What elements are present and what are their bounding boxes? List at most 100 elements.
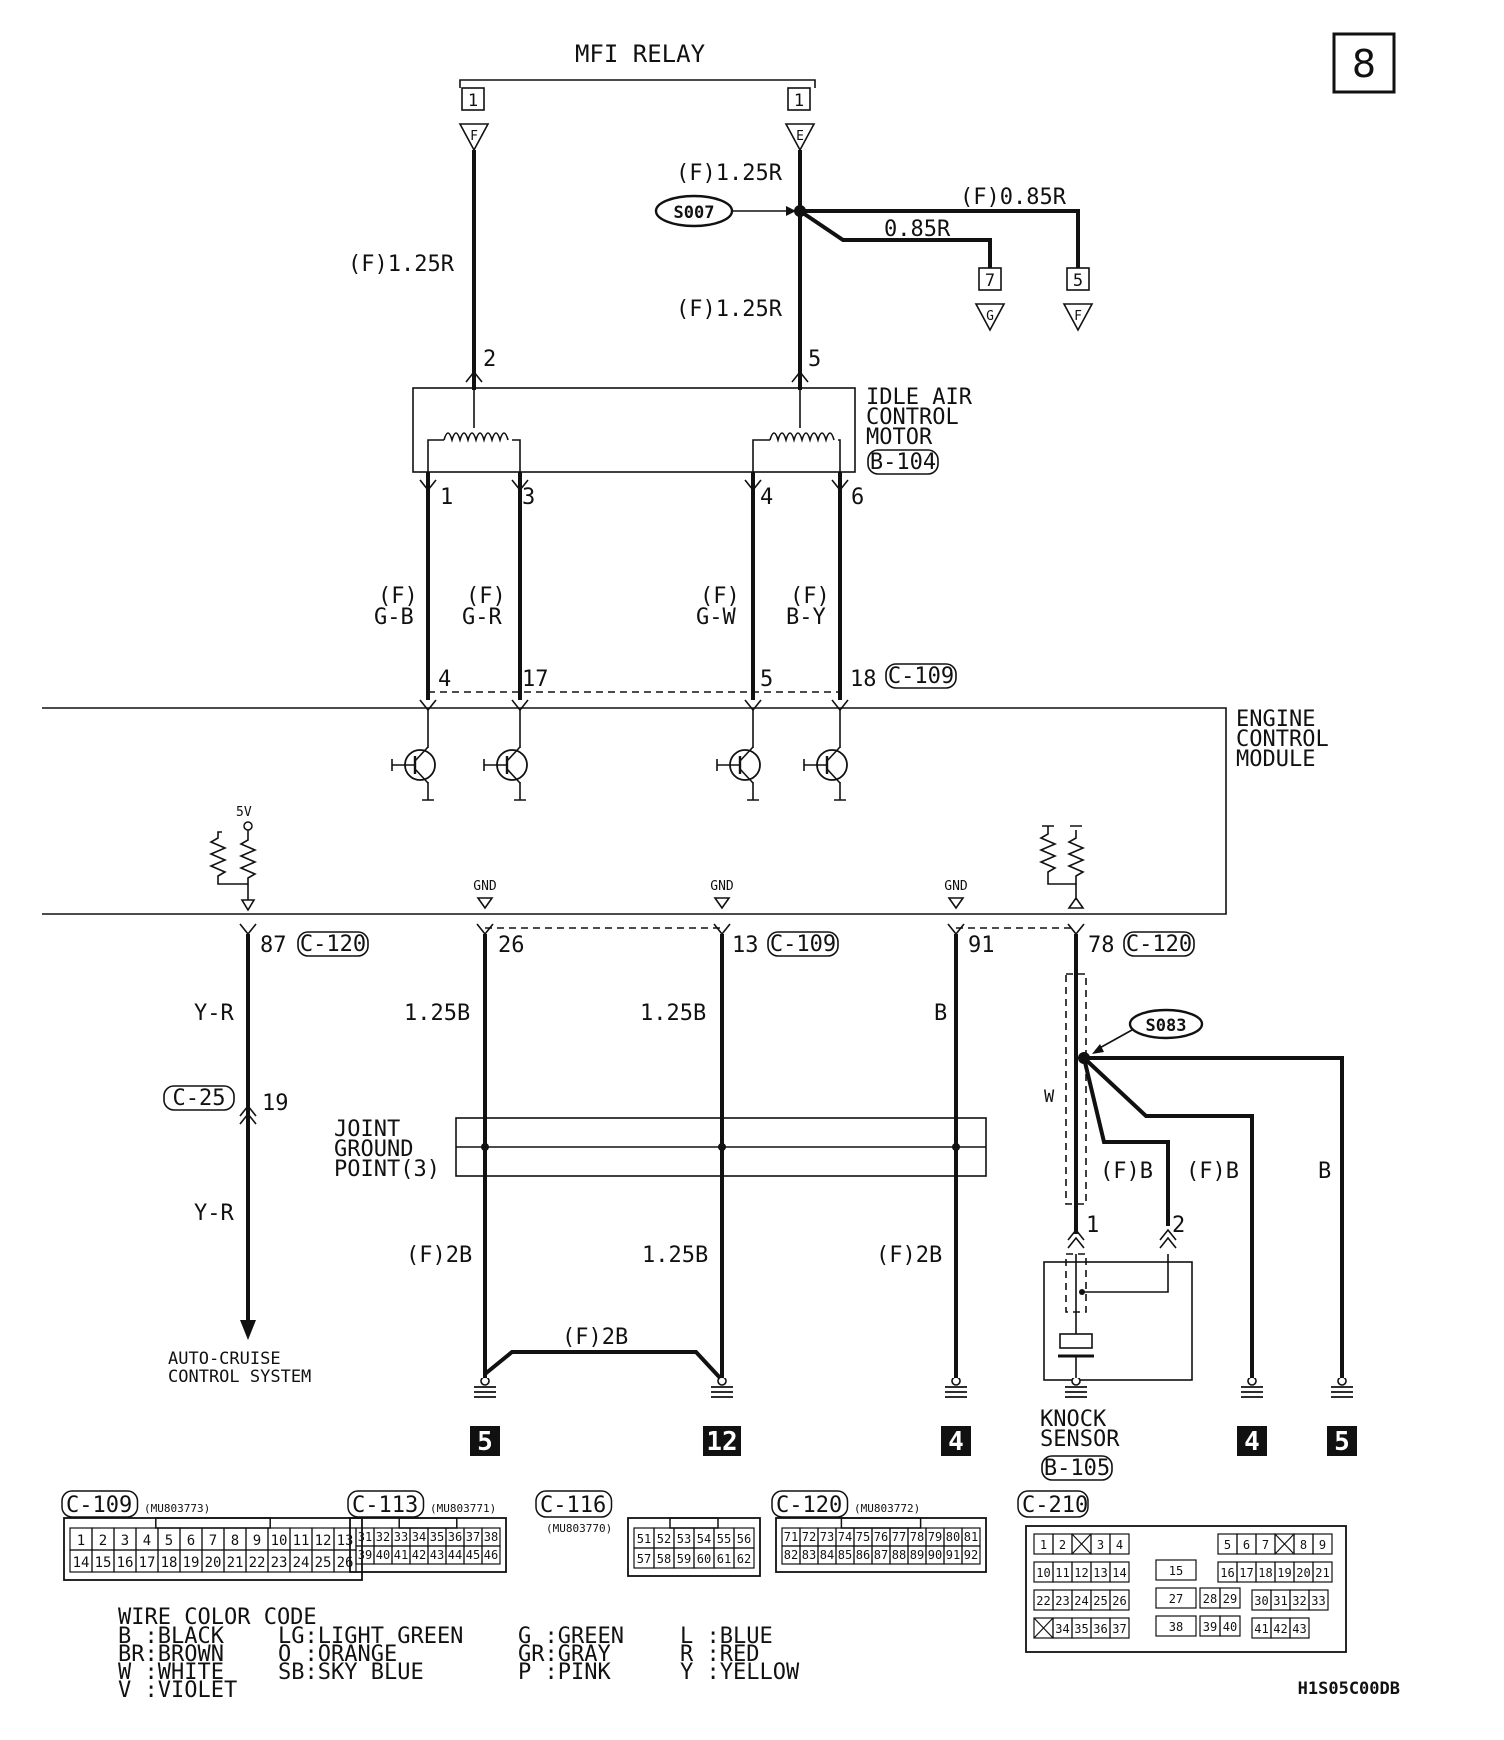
connector-latch bbox=[840, 1517, 922, 1529]
connector-pin: 34 bbox=[1055, 1622, 1069, 1636]
connector-pin: 12 bbox=[315, 1533, 332, 1549]
connector-pin: 56 bbox=[737, 1532, 751, 1546]
connector-cavity bbox=[1219, 1615, 1241, 1637]
ground-ref-5-b: 5 bbox=[1334, 1427, 1350, 1457]
connector-pin: 22 bbox=[249, 1555, 266, 1571]
ecm-gnd-2: GND bbox=[710, 879, 734, 894]
connector-pin: 16 bbox=[1220, 1566, 1234, 1580]
connector-pin: 41 bbox=[394, 1548, 408, 1562]
connector-part: (MU803772) bbox=[854, 1502, 920, 1515]
iac-wire-1-fam: (F) bbox=[378, 584, 418, 609]
connector-pin: 12 bbox=[1074, 1566, 1088, 1580]
connector-pin: 1 bbox=[1040, 1538, 1047, 1552]
mfi-term-left-box bbox=[461, 87, 485, 111]
connector-pin: 53 bbox=[677, 1532, 691, 1546]
connector-cavity bbox=[1155, 1587, 1197, 1609]
knock-connector: B-105 bbox=[1044, 1456, 1110, 1481]
connector-pin: 18 bbox=[161, 1555, 178, 1571]
ecm-5v-pullup: 5V bbox=[208, 805, 258, 912]
ecm-pin-87: 87 bbox=[260, 933, 287, 958]
connector-pin: 9 bbox=[1319, 1538, 1326, 1552]
wire-bridge-label: (F)2B bbox=[562, 1325, 628, 1350]
connector-pin: 54 bbox=[697, 1532, 711, 1546]
connector-cavity bbox=[481, 1545, 501, 1565]
iac-wire-1-color: G-B bbox=[374, 605, 414, 630]
splice-top-wire-in: (F)1.25R bbox=[676, 161, 783, 186]
iac-wire-4-fam: (F) bbox=[790, 584, 830, 609]
iac-title-2: CONTROL bbox=[866, 405, 959, 430]
connector-pin: 14 bbox=[1112, 1566, 1126, 1580]
ecm-pin-13-conn-badge bbox=[767, 931, 839, 957]
connector-pin: 32 bbox=[376, 1530, 390, 1544]
connector-pin: 5 bbox=[1224, 1538, 1231, 1552]
connector-pin: 18 bbox=[1258, 1566, 1272, 1580]
connector-pin: 58 bbox=[657, 1552, 671, 1566]
connector-pin: 92 bbox=[964, 1548, 978, 1562]
mfi-conn-right: E bbox=[796, 129, 804, 144]
connector-shell bbox=[1025, 1525, 1347, 1653]
connector-pin: 74 bbox=[838, 1530, 852, 1544]
connector-pin: 83 bbox=[802, 1548, 816, 1562]
connector-pin: 77 bbox=[892, 1530, 906, 1544]
wire-13-low-label: 1.25B bbox=[642, 1243, 708, 1268]
splice-s083-badge bbox=[1128, 1008, 1204, 1040]
ecm-conn-top-badge bbox=[885, 663, 957, 689]
connector-pin: 84 bbox=[820, 1548, 834, 1562]
cruise-arrow bbox=[240, 1320, 256, 1340]
connector-pin: 51 bbox=[637, 1532, 651, 1546]
wire-knock-fb-b bbox=[1082, 1056, 1254, 1380]
connector-pin: 25 bbox=[1093, 1594, 1107, 1608]
iac-coil-left bbox=[427, 390, 521, 472]
connector-pin: 5 bbox=[165, 1533, 173, 1549]
connector-pin: 76 bbox=[874, 1530, 888, 1544]
iac-pin-in-right: 5 bbox=[808, 347, 821, 372]
connector-id-badge bbox=[771, 1490, 849, 1518]
ecm-transistors bbox=[390, 699, 849, 801]
mfi-term-left: 1 bbox=[468, 91, 478, 111]
ground-ref-badges bbox=[470, 1426, 1357, 1456]
cruise-wire-1: Y-R bbox=[194, 1001, 234, 1026]
wire-right-top-label: (F)1.25R bbox=[676, 297, 783, 322]
connector-latch bbox=[398, 1517, 458, 1529]
connector-pin: 81 bbox=[964, 1530, 978, 1544]
connector-cavity bbox=[1312, 1533, 1333, 1555]
knock-wire-c: B bbox=[1318, 1159, 1331, 1184]
svg-text:W :WHITE: W :WHITE bbox=[118, 1660, 224, 1685]
ecm-pin-4: 4 bbox=[438, 667, 451, 692]
connector-pin: 57 bbox=[637, 1552, 651, 1566]
ground-ref-12: 12 bbox=[706, 1427, 737, 1457]
connector-pin: 20 bbox=[1296, 1566, 1310, 1580]
iac-motor-box bbox=[412, 387, 856, 473]
connector-pin: 8 bbox=[231, 1533, 239, 1549]
mfi-conn-right-icon bbox=[784, 123, 816, 152]
connector-cavity bbox=[733, 1547, 755, 1569]
iac-pin-3: 3 bbox=[522, 485, 535, 510]
splice-s083-arrow bbox=[1092, 1044, 1104, 1054]
connector-cavity bbox=[1109, 1561, 1130, 1583]
knock-internal-dot bbox=[1079, 1289, 1085, 1295]
joint-dot-3 bbox=[952, 1143, 960, 1151]
ecm-pin-17: 17 bbox=[522, 667, 549, 692]
doc-code: H1S05C00DB bbox=[1298, 1679, 1400, 1699]
svg-text:B :BLACK: B :BLACK bbox=[118, 1624, 225, 1649]
wire-left-top-label: (F)1.25R bbox=[348, 252, 455, 277]
connector-pin: 36 bbox=[1093, 1622, 1107, 1636]
connector-pin: 15 bbox=[1169, 1564, 1183, 1578]
svg-text:GR:GRAY: GR:GRAY bbox=[518, 1642, 611, 1667]
connector-pin: 91 bbox=[946, 1548, 960, 1562]
connector-pin: 31 bbox=[358, 1530, 372, 1544]
connector-pin: 90 bbox=[928, 1548, 942, 1562]
ecm-pin-18: 18 bbox=[850, 667, 877, 692]
connector-cavity bbox=[1155, 1615, 1197, 1637]
connector-pin: 89 bbox=[910, 1548, 924, 1562]
connector-pin: 41 bbox=[1254, 1622, 1268, 1636]
connector-id-badge bbox=[535, 1490, 613, 1518]
ecm-conn-top: C-109 bbox=[888, 664, 954, 689]
connector-pin: 59 bbox=[677, 1552, 691, 1566]
connector-cavity bbox=[961, 1545, 981, 1565]
wire-085r-a bbox=[798, 209, 992, 268]
connector-pin: 6 bbox=[187, 1533, 195, 1549]
